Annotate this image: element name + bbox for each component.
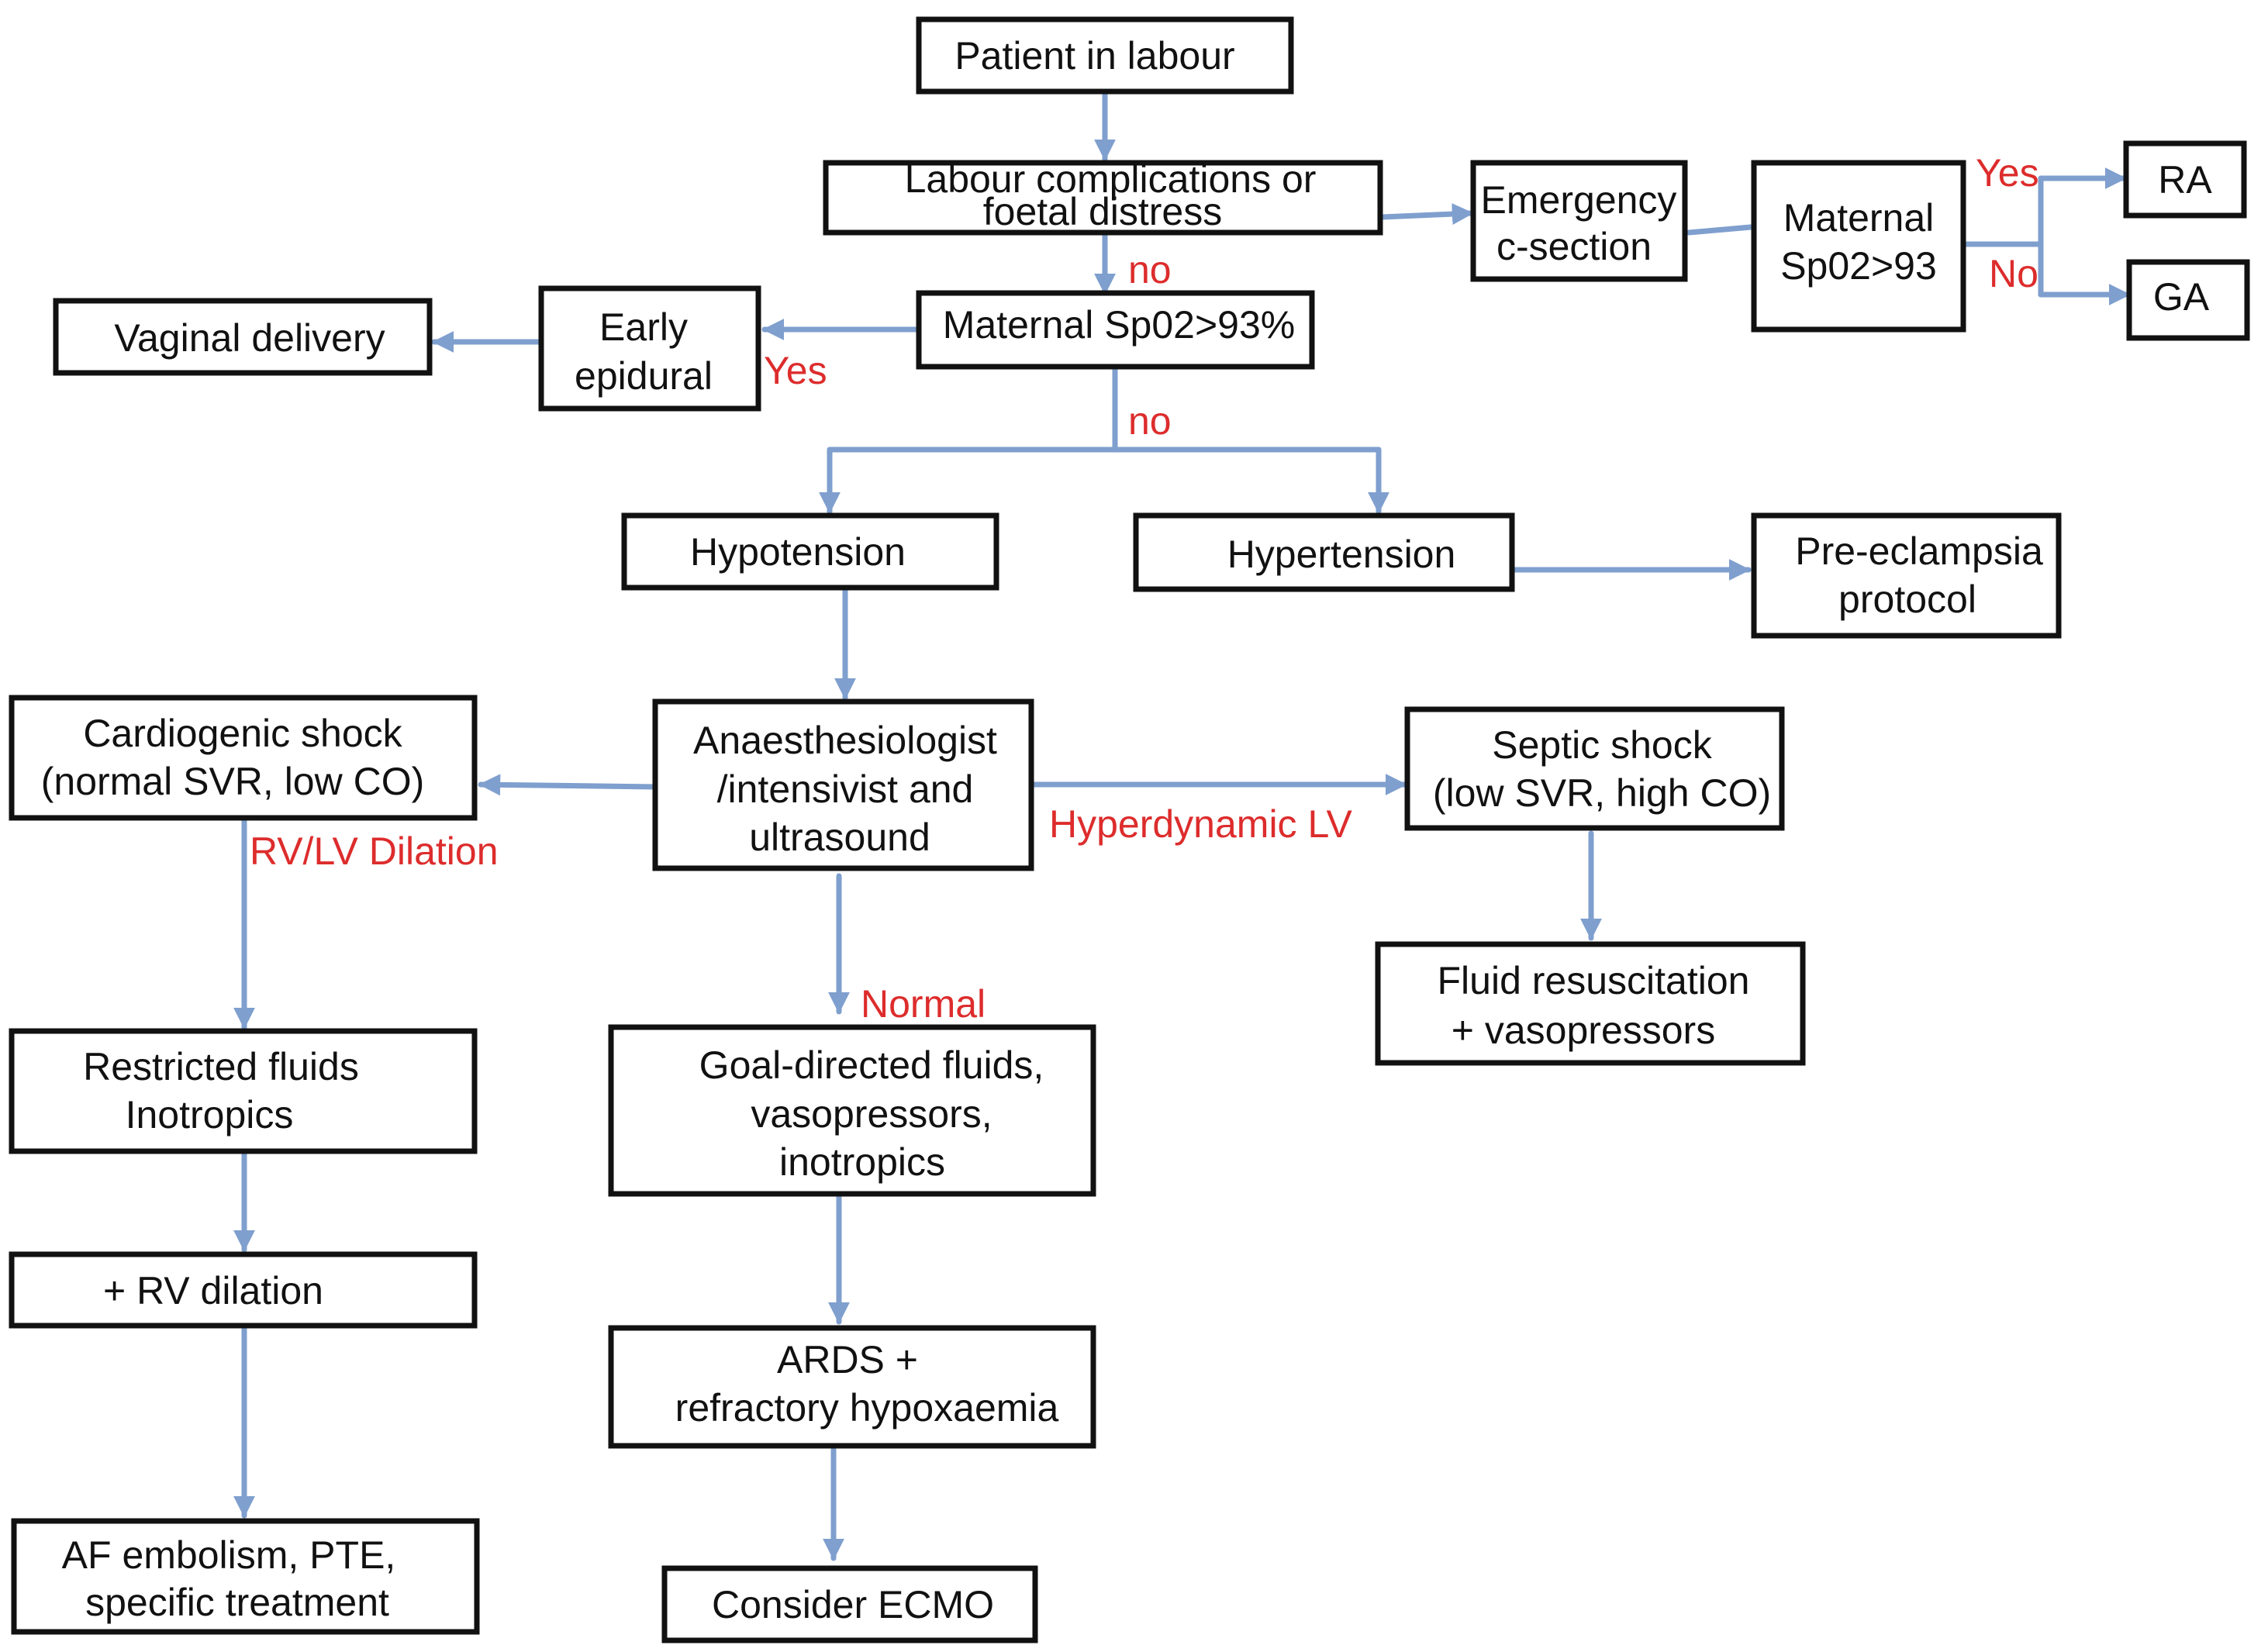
box-af-embolism-line-2: specific treatment — [85, 1581, 389, 1624]
box-anaesthesiologist-ultrasound-line-3: ultrasound — [749, 816, 930, 859]
box-fluid-resuscitation-line-1: Fluid resuscitation — [1438, 959, 1750, 1002]
label-yes-to-epidural: Yes — [764, 349, 827, 392]
label-rv-lv-dilation: RV/LV Dilation — [250, 829, 499, 873]
label-no-to-center-spo2: no — [1128, 248, 1172, 291]
connector-anaesthesiologist-to-cardiogenic — [478, 774, 658, 796]
box-goal-directed-fluids-line-2: vasopressors, — [751, 1092, 992, 1136]
box-maternal-spo2-center: Maternal Sp02>93% — [916, 290, 1315, 370]
box-hypertension: Hypertension — [1133, 512, 1515, 592]
box-ards-line-1: ARDS + — [777, 1338, 918, 1381]
box-emergency-c-section: Emergency c-section — [1470, 160, 1688, 282]
box-ards-line-2: refractory hypoxaemia — [675, 1386, 1059, 1430]
box-fluid-resuscitation: Fluid resuscitation + vasopressors — [1375, 941, 1806, 1066]
label-yes-to-ra: Yes — [1976, 151, 2039, 195]
box-patient-in-labour: Patient in labour — [916, 16, 1294, 95]
connectors — [233, 88, 2132, 1561]
box-af-embolism: AF embolism, PTE, specific treatment — [11, 1518, 480, 1635]
box-labour-complications: Labour complications or foetal distress — [823, 157, 1383, 236]
box-pre-eclampsia-protocol-line-2: protocol — [1838, 578, 1976, 621]
box-maternal-spo2-right-line-1: Maternal — [1783, 196, 1935, 240]
box-hypotension: Hypotension — [621, 512, 999, 591]
box-pre-eclampsia-protocol-line-1: Pre-eclampsia — [1795, 529, 2043, 573]
box-hypertension-line-1: Hypertension — [1227, 533, 1456, 576]
box-septic-shock: Septic shock (low SVR, high CO) — [1404, 706, 1785, 831]
box-consider-ecmo-line-1: Consider ECMO — [712, 1583, 994, 1626]
box-restricted-fluids-line-1: Restricted fluids — [83, 1045, 359, 1088]
box-vaginal-delivery-line-1: Vaginal delivery — [114, 316, 385, 360]
box-vaginal-delivery: Vaginal delivery — [53, 298, 433, 376]
box-anaesthesiologist-ultrasound-line-1: Anaesthesiologist — [693, 719, 997, 762]
label-no-to-ga: No — [1989, 252, 2038, 295]
box-pre-eclampsia-protocol: Pre-eclampsia protocol — [1751, 512, 2062, 639]
box-consider-ecmo: Consider ECMO — [661, 1565, 1038, 1643]
box-rv-dilation-line-1: + RV dilation — [103, 1269, 323, 1312]
box-septic-shock-line-2: (low SVR, high CO) — [1433, 771, 1771, 815]
box-restricted-fluids: Restricted fluids Inotropics — [9, 1028, 478, 1154]
label-no-to-branches: no — [1128, 399, 1172, 443]
box-restricted-fluids-line-2: Inotropics — [126, 1093, 294, 1136]
box-maternal-spo2-right-line-2: Sp02>93 — [1780, 244, 1937, 288]
edge-labels: no Yes no Yes No RV/LV Dilation Hyperdyn… — [250, 151, 2039, 1026]
box-goal-directed-fluids: Goal-directed fluids, vasopressors, inot… — [608, 1024, 1096, 1197]
box-maternal-spo2-right: Maternal Sp02>93 — [1751, 160, 1966, 333]
label-hyperdynamic-lv: Hyperdynamic LV — [1049, 802, 1353, 846]
box-ra-line-1: RA — [2158, 158, 2212, 202]
box-af-embolism-line-1: AF embolism, PTE, — [62, 1533, 396, 1577]
box-labour-complications-line-2: foetal distress — [983, 190, 1222, 233]
box-anaesthesiologist-ultrasound: Anaesthesiologist /intensivist and ultra… — [652, 698, 1034, 871]
box-emergency-c-section-line-2: c-section — [1496, 225, 1652, 268]
box-goal-directed-fluids-line-1: Goal-directed fluids, — [699, 1043, 1044, 1087]
connector-complications-to-emergency — [1379, 203, 1475, 226]
box-early-epidural: Early epidural — [538, 285, 761, 412]
label-normal: Normal — [861, 982, 986, 1026]
box-early-epidural-line-2: epidural — [575, 354, 713, 398]
box-ga: GA — [2126, 259, 2250, 341]
box-emergency-c-section-line-1: Emergency — [1481, 178, 1677, 222]
box-fluid-resuscitation-line-2: + vasopressors — [1452, 1009, 1715, 1052]
box-ards: ARDS + refractory hypoxaemia — [608, 1325, 1096, 1449]
box-rv-dilation: + RV dilation — [9, 1251, 478, 1329]
box-anaesthesiologist-ultrasound-line-2: /intensivist and — [717, 767, 974, 811]
box-cardiogenic-shock-line-1: Cardiogenic shock — [83, 712, 402, 755]
box-ra: RA — [2123, 140, 2247, 219]
box-ga-line-1: GA — [2153, 275, 2210, 319]
box-patient-in-labour-line-1: Patient in labour — [954, 34, 1234, 78]
box-cardiogenic-shock-line-2: (normal SVR, low CO) — [41, 760, 425, 803]
box-maternal-spo2-center-line-1: Maternal Sp02>93% — [943, 303, 1295, 347]
box-cardiogenic-shock: Cardiogenic shock (normal SVR, low CO) — [9, 695, 478, 821]
box-septic-shock-line-1: Septic shock — [1492, 723, 1712, 767]
box-early-epidural-line-1: Early — [599, 305, 688, 349]
box-hypotension-line-1: Hypotension — [690, 530, 906, 574]
box-goal-directed-fluids-line-3: inotropics — [779, 1140, 945, 1184]
box-labour-complications-line-1: Labour complications or — [905, 157, 1317, 201]
